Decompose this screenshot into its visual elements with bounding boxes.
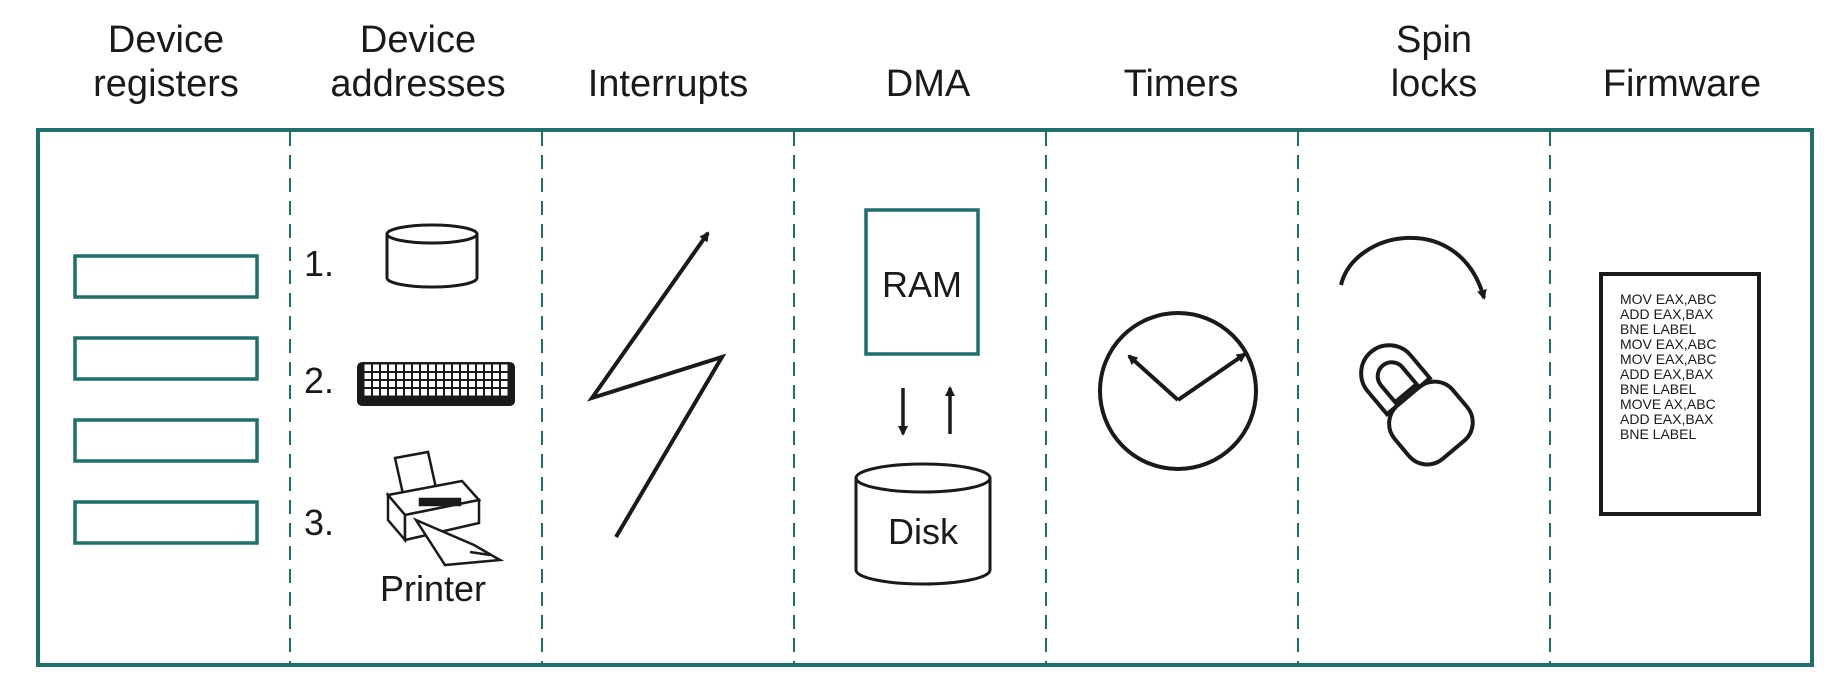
code-line: ADD EAX,BAX bbox=[1620, 411, 1714, 427]
register-box bbox=[73, 336, 259, 381]
disk-label: Disk bbox=[888, 511, 959, 552]
code-line: ADD EAX,BAX bbox=[1620, 366, 1714, 382]
header-firmware: Firmware bbox=[1557, 62, 1807, 106]
header-line: Device bbox=[359, 19, 477, 61]
header-line: Device bbox=[107, 19, 225, 61]
header-timers: Timers bbox=[1056, 62, 1306, 106]
disk-cylinder-icon bbox=[385, 223, 479, 289]
header-dma: DMA bbox=[803, 62, 1053, 106]
header-line: addresses bbox=[330, 63, 506, 105]
register-box bbox=[73, 254, 259, 299]
ram-box bbox=[864, 208, 980, 356]
code-line: MOV EAX,ABC bbox=[1620, 351, 1716, 367]
outer-frame bbox=[36, 128, 1814, 667]
keyboard-icon bbox=[357, 362, 515, 406]
address-number-3: 3. bbox=[304, 502, 334, 543]
register-box bbox=[73, 500, 259, 545]
header-line: Firmware bbox=[1602, 63, 1762, 105]
code-line: BNE LABEL bbox=[1620, 381, 1696, 397]
dma-disk-icon bbox=[854, 462, 992, 586]
code-line: ADD EAX,BAX bbox=[1620, 306, 1714, 322]
code-line: MOV EAX,ABC bbox=[1620, 336, 1716, 352]
header-line: DMA bbox=[885, 63, 971, 105]
firmware-code: MOV EAX,ABC ADD EAX,BAX BNE LABEL MOV EA… bbox=[1620, 291, 1716, 442]
ram-label: RAM bbox=[882, 264, 962, 305]
header-device-registers: Device registers bbox=[41, 18, 291, 106]
code-page-icon bbox=[1599, 272, 1761, 516]
code-line: MOV EAX,ABC bbox=[1620, 291, 1716, 307]
header-interrupts: Interrupts bbox=[543, 62, 793, 106]
register-boxes bbox=[73, 254, 259, 545]
code-line: BNE LABEL bbox=[1620, 426, 1696, 442]
lock-icon bbox=[1359, 343, 1475, 467]
curved-arrow-icon bbox=[1339, 235, 1487, 300]
address-number-2: 2. bbox=[304, 360, 334, 401]
printer-label: Printer bbox=[380, 568, 486, 609]
header-device-addresses: Device addresses bbox=[293, 18, 543, 106]
header-line: registers bbox=[93, 63, 239, 105]
header-line: locks bbox=[1390, 63, 1478, 105]
header-line: Spin bbox=[1395, 19, 1473, 61]
header-line: Interrupts bbox=[587, 63, 749, 105]
column-dividers bbox=[289, 132, 1551, 663]
header-spin-locks: Spin locks bbox=[1309, 18, 1559, 106]
address-number-1: 1. bbox=[304, 243, 334, 284]
code-line: BNE LABEL bbox=[1620, 321, 1696, 337]
code-line: MOVE AX,ABC bbox=[1620, 396, 1716, 412]
printer-icon bbox=[385, 450, 505, 567]
lightning-bolt-icon bbox=[586, 231, 727, 539]
header-line: Timers bbox=[1123, 63, 1239, 105]
clock-icon bbox=[1098, 311, 1258, 471]
register-box bbox=[73, 418, 259, 463]
